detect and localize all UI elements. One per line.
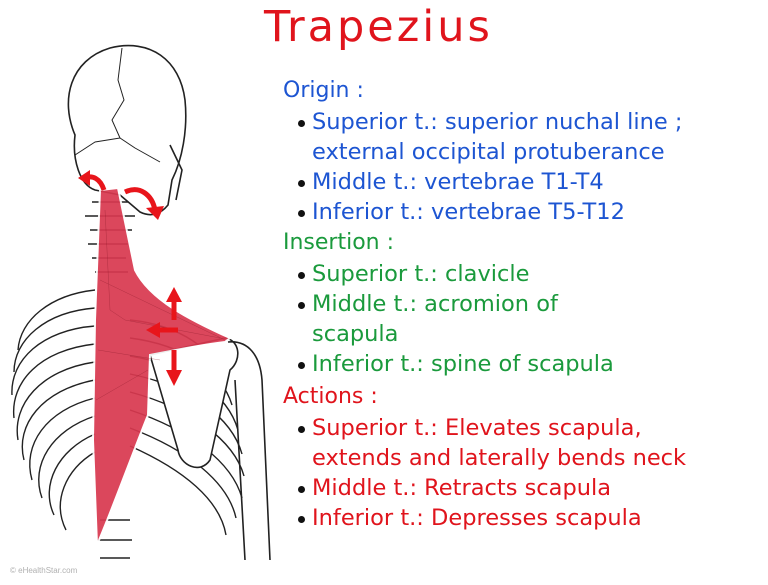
bullet-icon [298, 272, 305, 279]
origin-item: Superior t.: superior nuchal line ; exte… [283, 107, 768, 167]
curved-arrow-right-icon [123, 187, 158, 211]
insertion-heading: Insertion : [283, 230, 395, 255]
insertion-section: Insertion : Superior t.: clavicle Middle… [283, 230, 768, 379]
bullet-icon [298, 426, 305, 433]
actions-section: Actions : Superior t.: Elevates scapula,… [283, 384, 768, 533]
trapezius-illustration [11, 44, 271, 560]
actions-item: Superior t.: Elevates scapula, extends a… [283, 413, 768, 473]
insertion-item: Middle t.: acromion of scapula [283, 289, 768, 349]
bullet-icon [298, 516, 305, 523]
origin-item: Inferior t.: vertebrae T5-T12 [283, 197, 768, 227]
info-panel: Origin : Superior t.: superior nuchal li… [283, 78, 768, 533]
actions-item: Middle t.: Retracts scapula [283, 473, 768, 503]
bullet-icon [298, 486, 305, 493]
origin-section: Origin : Superior t.: superior nuchal li… [283, 78, 768, 227]
skull-icon [67, 44, 187, 216]
bullet-icon [298, 362, 305, 369]
credit-watermark: © eHealthStar.com [10, 566, 78, 575]
page-title: Trapezius [264, 2, 493, 52]
bullet-icon [298, 302, 305, 309]
actions-heading: Actions : [283, 384, 378, 409]
insertion-item: Inferior t.: spine of scapula [283, 349, 768, 379]
bullet-icon [298, 180, 305, 187]
insertion-item: Superior t.: clavicle [283, 259, 768, 289]
bullet-icon [298, 210, 305, 217]
bullet-icon [298, 120, 305, 127]
origin-heading: Origin : [283, 78, 364, 103]
trapezius-muscle [91, 186, 232, 546]
actions-item: Inferior t.: Depresses scapula [283, 503, 768, 533]
origin-item: Middle t.: vertebrae T1-T4 [283, 167, 768, 197]
